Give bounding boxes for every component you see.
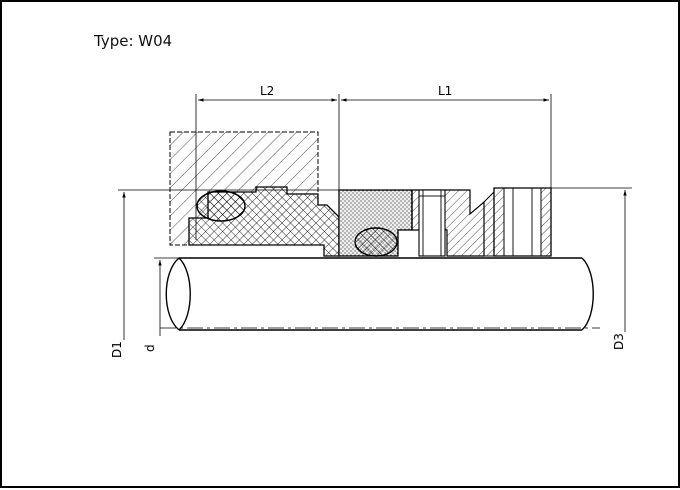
drawing-title: Type: W04 xyxy=(94,32,173,50)
face-o-ring xyxy=(354,227,398,257)
label-d3: D3 xyxy=(612,333,626,350)
dimension-d3: D3 xyxy=(551,187,632,350)
dimension-d: d xyxy=(143,257,179,352)
label-d: d xyxy=(143,344,157,352)
dimension-l2: L2 xyxy=(195,84,340,240)
shaft xyxy=(160,257,600,331)
dimension-l1: L1 xyxy=(341,84,552,188)
label-d1: D1 xyxy=(110,341,124,358)
seat-o-ring xyxy=(196,190,246,222)
retainer-ring xyxy=(411,189,485,257)
label-l1: L1 xyxy=(438,84,452,98)
label-l2: L2 xyxy=(260,84,274,98)
drive-collar xyxy=(483,187,552,257)
dimension-d1: D1 xyxy=(110,189,339,358)
